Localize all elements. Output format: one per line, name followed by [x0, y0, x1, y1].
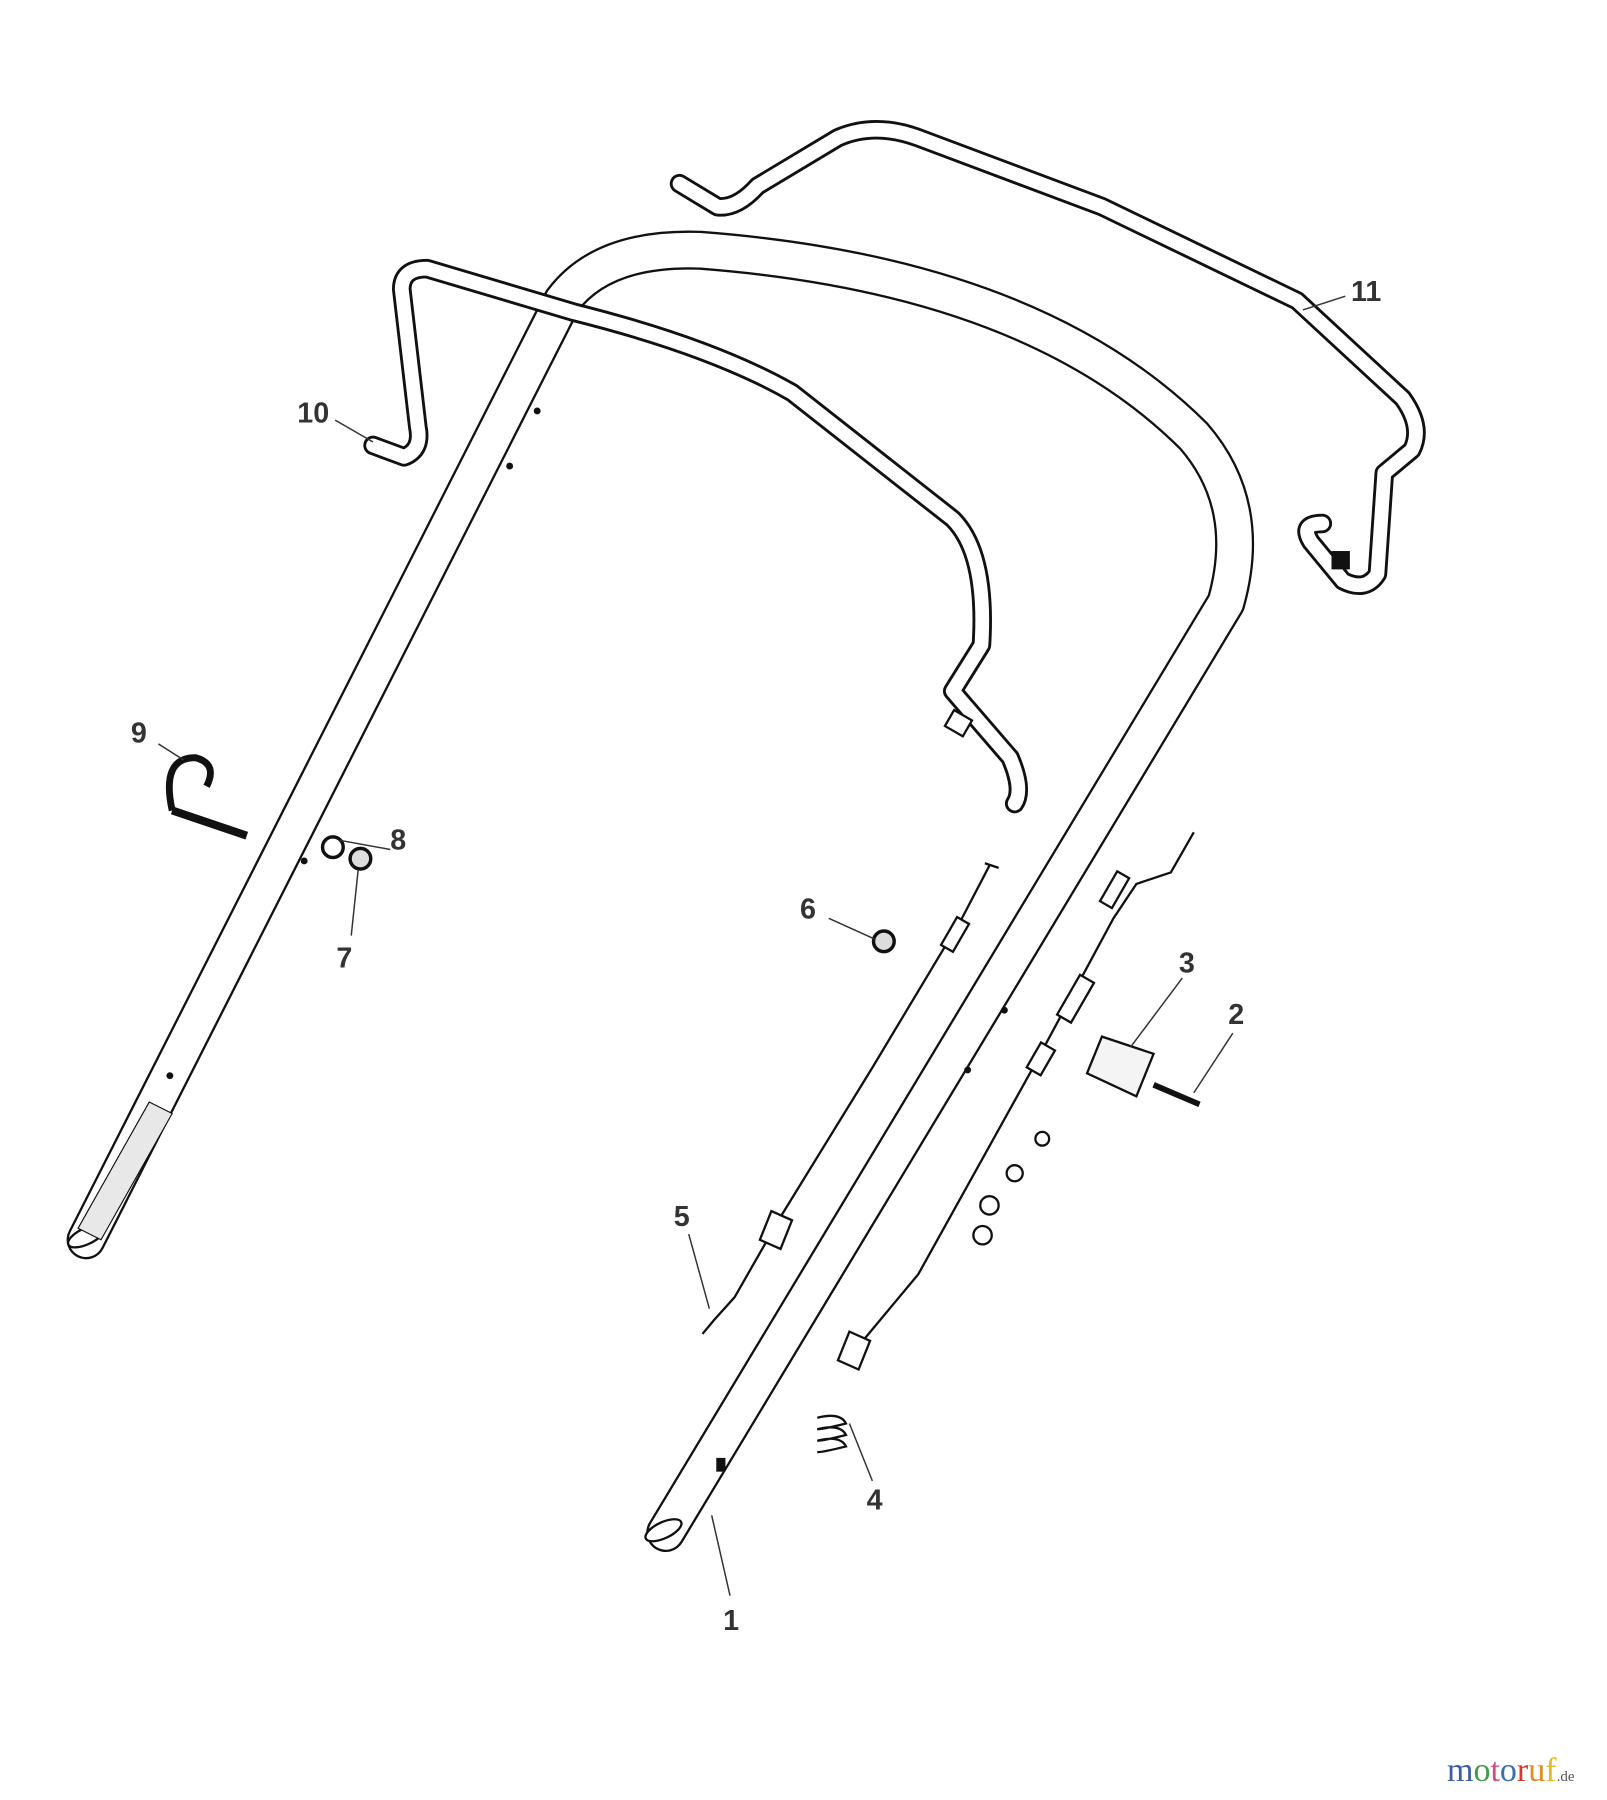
upper-bar-11	[669, 119, 1426, 595]
logo-letter: o	[1499, 1752, 1517, 1789]
callouts: 1 2 3 4 5 6 7 8 9 10 11	[131, 276, 1382, 1637]
logo-letter: o	[1473, 1752, 1491, 1789]
callout-7: 7	[336, 943, 352, 975]
callout-3: 3	[1179, 947, 1195, 979]
upper-bar-10	[363, 258, 1029, 814]
logo-suffix: .de	[1556, 1769, 1575, 1785]
logo-wordmark: motoruf	[1447, 1752, 1557, 1789]
motoruf-logo: motoruf.de	[1447, 1752, 1574, 1790]
logo-letter: u	[1528, 1752, 1546, 1789]
cable-4	[816, 831, 1195, 1454]
logo-letter: f	[1545, 1752, 1557, 1789]
callout-6: 6	[800, 893, 816, 925]
spring-icon	[816, 1414, 848, 1454]
callout-5: 5	[674, 1201, 690, 1233]
callout-1: 1	[723, 1605, 739, 1637]
callout-11: 11	[1351, 276, 1381, 308]
callout-9: 9	[131, 718, 147, 750]
lower-handle-tube	[66, 230, 1255, 1553]
logo-letter: r	[1516, 1752, 1529, 1789]
logo-letter: t	[1490, 1752, 1500, 1789]
callout-2: 2	[1228, 999, 1244, 1031]
callout-4: 4	[867, 1485, 883, 1517]
callout-8: 8	[390, 824, 406, 856]
cable-5	[701, 862, 999, 1335]
callout-10: 10	[297, 397, 329, 429]
logo-letter: m	[1447, 1752, 1474, 1789]
small-parts	[165, 754, 1201, 1246]
